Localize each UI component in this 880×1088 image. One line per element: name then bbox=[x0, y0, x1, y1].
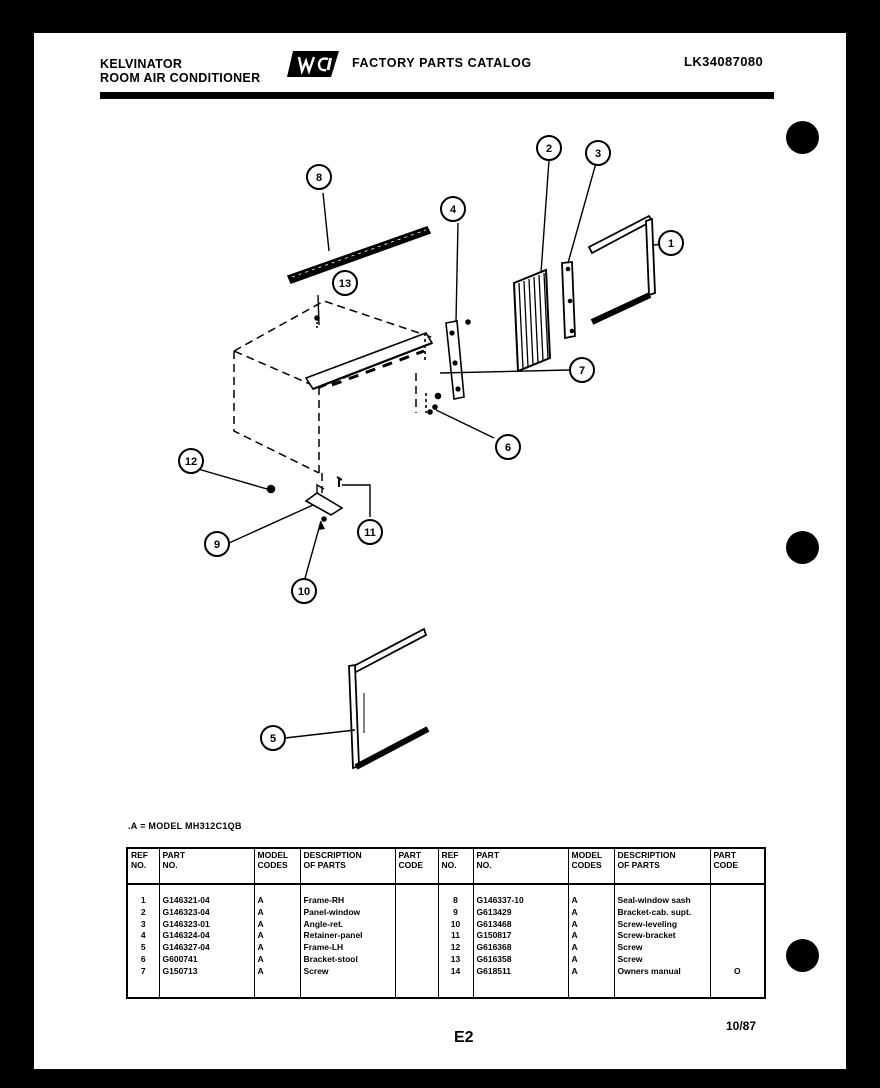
code-cell-right: O bbox=[709, 884, 765, 998]
retainer-panel-4 bbox=[445, 319, 471, 400]
binder-hole-middle bbox=[786, 531, 819, 564]
callout-label-10: 10 bbox=[298, 586, 310, 598]
callout-7 bbox=[569, 357, 595, 383]
callout-label-12: 12 bbox=[185, 456, 197, 468]
page-number: E2 bbox=[454, 1029, 474, 1046]
catalog-title: FACTORY PARTS CATALOG bbox=[352, 56, 532, 70]
header-brand-block: KELVINATOR ROOM AIR CONDITIONER bbox=[100, 57, 260, 85]
brand-name: KELVINATOR bbox=[100, 57, 183, 71]
callout-1 bbox=[658, 230, 684, 256]
callout-3 bbox=[585, 140, 611, 166]
callout-label-7: 7 bbox=[579, 365, 585, 377]
exploded-parts-diagram: 1 2 3 4 5 6 7 8 9 10 11 12 13 bbox=[178, 135, 684, 770]
revision-date: 10/87 bbox=[726, 1019, 757, 1033]
catalog-code: LK34087080 bbox=[684, 54, 764, 69]
callout-label-6: 6 bbox=[505, 442, 511, 454]
binder-hole-top bbox=[786, 121, 819, 154]
callout-label-1: 1 bbox=[668, 238, 674, 250]
angle-retainer-3 bbox=[561, 261, 576, 340]
callouts bbox=[178, 135, 684, 751]
screws-6-7 bbox=[424, 333, 442, 415]
cabinet-outline bbox=[233, 300, 435, 493]
callout-label-8: 8 bbox=[316, 172, 322, 184]
callout-label-11: 11 bbox=[364, 527, 376, 539]
wci-logo bbox=[287, 51, 339, 77]
product-name: ROOM AIR CONDITIONER bbox=[100, 71, 261, 85]
callout-13 bbox=[332, 270, 358, 296]
window-panel-2 bbox=[512, 268, 552, 373]
callout-label-2: 2 bbox=[546, 143, 552, 155]
seal-strip-8 bbox=[286, 226, 432, 285]
callout-8 bbox=[306, 164, 332, 190]
callout-5 bbox=[260, 725, 286, 751]
callout-10 bbox=[291, 578, 317, 604]
callout-label-13: 13 bbox=[339, 278, 351, 290]
frame-rh-1 bbox=[587, 214, 656, 325]
callout-4 bbox=[440, 196, 466, 222]
bracket-stool-9 bbox=[304, 483, 344, 522]
callout-12 bbox=[178, 448, 204, 474]
callout-9 bbox=[204, 531, 230, 557]
callout-2 bbox=[536, 135, 562, 161]
callout-label-9: 9 bbox=[214, 539, 220, 551]
binder-hole-bottom bbox=[786, 939, 819, 972]
leader-lines bbox=[197, 159, 672, 739]
callout-6 bbox=[495, 434, 521, 460]
frame-lh-5 bbox=[348, 627, 430, 770]
callout-label-5: 5 bbox=[270, 733, 276, 745]
callout-label-4: 4 bbox=[450, 204, 457, 216]
model-code-note: .A = MODEL MH312C1QB bbox=[128, 821, 242, 831]
callout-label-3: 3 bbox=[595, 148, 601, 160]
callout-11 bbox=[357, 519, 383, 545]
header-rule bbox=[100, 92, 774, 99]
catalog-page: KELVINATOR ROOM AIR CONDITIONER FACTORY … bbox=[34, 33, 846, 1069]
angle-bracket-top bbox=[304, 332, 434, 391]
code-cell-left bbox=[394, 884, 438, 998]
